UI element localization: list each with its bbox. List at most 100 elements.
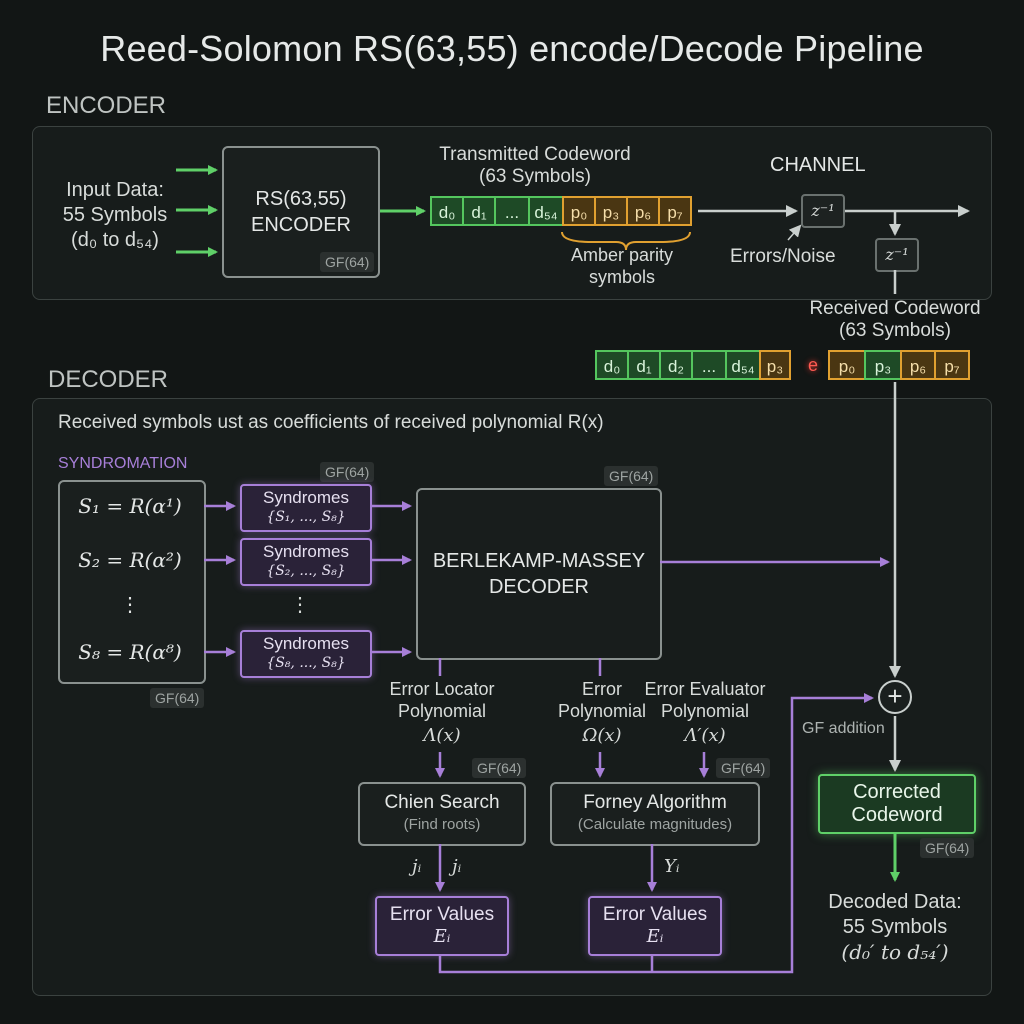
syndromes-box-2: Syndromes {S₂, ..., S₈} <box>240 538 372 586</box>
gf-adder: + <box>878 680 912 714</box>
received-line2: (63 Symbols) <box>839 320 951 341</box>
tx-cell-0: d₀ <box>430 196 464 226</box>
diagram-title: Reed-Solomon RS(63,55) encode/Decode Pip… <box>100 28 924 69</box>
transmitted-codeword-label: Transmitted Codeword (63 Symbols) <box>410 144 660 188</box>
decoder-section-label: DECODER <box>48 366 169 393</box>
delay-block-2: z⁻¹ <box>875 238 919 272</box>
delay-block-1: z⁻¹ <box>801 194 845 228</box>
syndromation-gf-tag: GF(64) <box>320 462 375 482</box>
forney-title: Forney Algorithm <box>583 792 727 813</box>
syndromation-label: SYNDROMATION <box>58 455 188 472</box>
error-evaluator-label: Error Evaluator Polynomial Λ′(x) <box>636 678 774 747</box>
tx-cell-6: p₆ <box>626 196 660 226</box>
rx-a-cell-2: d₂ <box>659 350 693 380</box>
ev1-title: Error Values <box>389 904 495 925</box>
error-values-box-1: Error Values Eᵢ <box>375 896 509 956</box>
rx-a-cell-5: p₃ <box>759 350 791 380</box>
chien-gf-tag: GF(64) <box>472 758 527 778</box>
ev1-math: Eᵢ <box>433 926 451 947</box>
parity-line2: symbols <box>588 267 655 287</box>
evaluator-line2: Polynomial <box>660 701 750 721</box>
chien-sub: (Find roots) <box>403 816 481 833</box>
tx-cell-1: d₁ <box>462 196 496 226</box>
bm-gf-tag: GF(64) <box>604 466 659 486</box>
ji-label-b: jᵢ <box>452 856 462 877</box>
error-marker: e <box>807 355 818 375</box>
locator-line1: Error Locator <box>389 679 495 699</box>
yi-label: Yᵢ <box>664 856 680 877</box>
channel-label: CHANNEL <box>770 154 866 176</box>
rx-b-cell-3: p₇ <box>934 350 970 380</box>
transmitted-line1: Transmitted Codeword <box>439 144 631 165</box>
locator-math: Λ(x) <box>423 725 461 746</box>
encoder-line2: ENCODER <box>250 214 351 236</box>
forney-algorithm-box: Forney Algorithm (Calculate magnitudes) <box>550 782 760 846</box>
syndrome-eq-vdots: ⋮ <box>120 594 140 616</box>
syndrome-eq-gf-tag: GF(64) <box>150 688 205 708</box>
corrected-line1: Corrected <box>853 781 941 803</box>
encoder-section-label: ENCODER <box>46 92 167 119</box>
syndromes-box-3: Syndromes {S₈, ..., S₈} <box>240 630 372 678</box>
input-data-line1: Input Data: <box>66 179 164 201</box>
corrected-gf-tag: GF(64) <box>920 838 975 858</box>
chien-search-box: Chien Search (Find roots) <box>358 782 526 846</box>
tx-cell-2: ... <box>494 196 530 226</box>
rx-b-cell-0: p₀ <box>828 350 866 380</box>
ji-label-a: jᵢ <box>412 856 422 877</box>
syndromes-box-1-set: {S₁, ..., S₈} <box>266 509 346 525</box>
syndromes-box-3-title: Syndromes <box>263 634 349 653</box>
tx-cell-3: d₅₄ <box>528 196 564 226</box>
encoder-line1: RS(63,55) <box>255 188 347 210</box>
syndromes-vdots: ⋮ <box>290 594 310 616</box>
input-data-line3: (d₀ to d₅₄) <box>71 229 159 251</box>
received-codeword-label: Received Codeword (63 Symbols) <box>770 298 1020 342</box>
tx-cell-5: p₃ <box>594 196 628 226</box>
syndromes-box-1-title: Syndromes <box>263 488 349 507</box>
parity-line1: Amber parity <box>570 245 674 265</box>
rx-a-cell-1: d₁ <box>627 350 661 380</box>
encoder-gf-tag: GF(64) <box>320 252 375 272</box>
transmitted-line2: (63 Symbols) <box>479 166 591 187</box>
ev2-title: Error Values <box>602 904 708 925</box>
rx-a-cell-4: d₅₄ <box>725 350 761 380</box>
rx-b-cell-1: p₃ <box>864 350 902 380</box>
input-data-label: Input Data: 55 Symbols (d₀ to d₅₄) <box>40 178 190 253</box>
input-data-line2: 55 Symbols <box>62 204 168 226</box>
syndrome-eq-8: S₈ = R(α⁸) <box>78 640 182 664</box>
received-line1: Received Codeword <box>809 298 981 319</box>
syndromes-box-2-title: Syndromes <box>263 542 349 561</box>
syndrome-eq-1: S₁ = R(α¹) <box>78 494 182 518</box>
syndromes-box-3-set: {S₈, ..., S₈} <box>266 655 346 671</box>
tx-cell-4: p₀ <box>562 196 596 226</box>
chien-title: Chien Search <box>384 792 500 813</box>
tx-cell-7: p₇ <box>658 196 692 226</box>
syndromes-box-1: Syndromes {S₁, ..., S₈} <box>240 484 372 532</box>
decoded-data-label: Decoded Data: 55 Symbols (d₀′ to d₅₄′) <box>812 890 978 965</box>
error-values-box-2: Error Values Eᵢ <box>588 896 722 956</box>
forney-gf-tag: GF(64) <box>716 758 771 778</box>
syndromes-box-2-set: {S₂, ..., S₈} <box>266 563 346 579</box>
decoded-line3: (d₀′ to d₅₄′) <box>841 940 949 964</box>
decoder-description: Received symbols ust as coefficients of … <box>58 412 604 433</box>
bm-line1: BERLEKAMP-MASSEY <box>432 550 646 572</box>
errpoly-line1: Error <box>582 679 622 699</box>
bm-line2: DECODER <box>488 576 589 598</box>
rx-a-cell-3: ... <box>691 350 727 380</box>
corrected-line2: Codeword <box>851 804 943 826</box>
locator-line2: Polynomial <box>397 701 487 721</box>
errors-noise-label: Errors/Noise <box>730 246 836 267</box>
parity-symbols-label: Amber parity symbols <box>552 244 692 288</box>
ev2-math: Eᵢ <box>646 926 664 947</box>
rx-a-cell-0: d₀ <box>595 350 629 380</box>
evaluator-line1: Error Evaluator <box>644 679 766 699</box>
evaluator-math: Λ′(x) <box>684 725 726 746</box>
syndrome-eq-2: S₂ = R(α²) <box>78 548 182 572</box>
gf-addition-label: GF addition <box>802 720 885 737</box>
rs-encoder-box: RS(63,55) ENCODER <box>222 146 380 278</box>
decoded-line2: 55 Symbols <box>842 916 948 938</box>
berlekamp-massey-box: BERLEKAMP-MASSEY DECODER <box>416 488 662 660</box>
decoded-line1: Decoded Data: <box>828 891 962 913</box>
